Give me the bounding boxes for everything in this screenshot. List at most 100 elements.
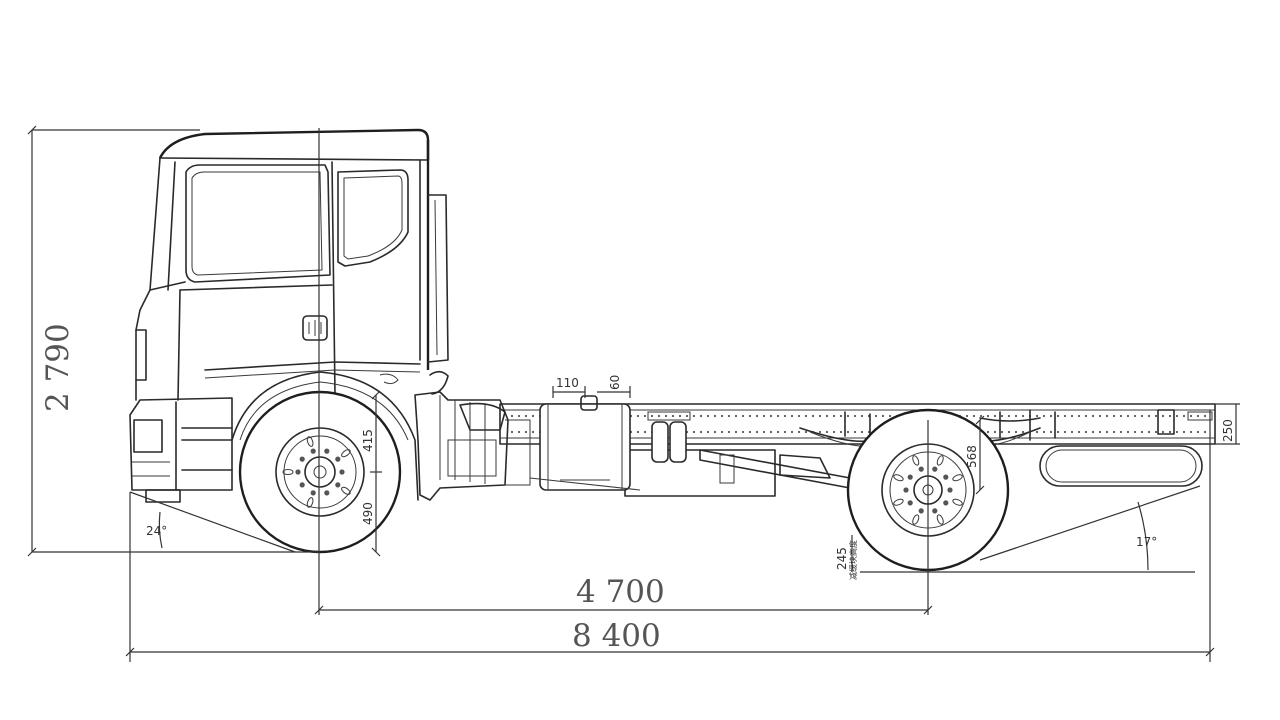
frame-hole bbox=[1035, 414, 1039, 418]
frame-hole bbox=[1105, 414, 1109, 418]
frame-hole bbox=[1000, 414, 1004, 418]
rear-angle-label: 17° bbox=[1136, 535, 1157, 549]
wheel-lug bbox=[907, 474, 913, 480]
frame-hole bbox=[720, 430, 724, 434]
frame-hole bbox=[699, 414, 703, 418]
frame-hole bbox=[1175, 430, 1179, 434]
dimension-lines bbox=[27, 125, 1240, 662]
frame-hole bbox=[1021, 414, 1025, 418]
frame-hole bbox=[636, 414, 640, 418]
wheel-lug bbox=[943, 474, 949, 480]
frame-hole bbox=[1133, 414, 1137, 418]
frame-hole bbox=[832, 414, 836, 418]
frame-hole bbox=[1091, 430, 1095, 434]
frame-hole bbox=[1196, 430, 1200, 434]
frame-hole bbox=[510, 414, 514, 418]
wheel-slot bbox=[936, 455, 944, 466]
wheel-slot bbox=[306, 436, 314, 447]
wheel-lug bbox=[295, 469, 301, 475]
wheel-lug bbox=[324, 448, 330, 454]
frame-hole bbox=[1084, 430, 1088, 434]
wheel-lug bbox=[299, 456, 305, 462]
frame-hole bbox=[734, 430, 738, 434]
frame-hole bbox=[1203, 414, 1207, 418]
frame-hole bbox=[1098, 430, 1102, 434]
frame-hole bbox=[657, 414, 661, 418]
frame-hole bbox=[804, 414, 808, 418]
frame-hole bbox=[510, 430, 514, 434]
frame-hole bbox=[524, 430, 528, 434]
frame-hole bbox=[1063, 430, 1067, 434]
wheel-lug bbox=[918, 508, 924, 514]
frame-hole bbox=[1147, 430, 1151, 434]
frame-hole bbox=[1112, 414, 1116, 418]
wheel-lug bbox=[310, 490, 316, 496]
wheel-lug bbox=[339, 469, 345, 475]
wheel-lug bbox=[335, 456, 341, 462]
frame-hole bbox=[741, 414, 745, 418]
frame-hole bbox=[839, 430, 843, 434]
overall-height-label: 2 790 bbox=[40, 323, 76, 412]
frame-hole bbox=[517, 414, 521, 418]
frame-hole bbox=[1161, 430, 1165, 434]
frame-hole bbox=[706, 414, 710, 418]
frame-hole bbox=[1140, 414, 1144, 418]
frame-hole bbox=[853, 414, 857, 418]
frame-hole bbox=[1182, 414, 1186, 418]
frame-hole bbox=[1070, 414, 1074, 418]
frame-hole bbox=[783, 430, 787, 434]
wheel-slot bbox=[952, 474, 963, 482]
frame-hole bbox=[860, 430, 864, 434]
frame-hole bbox=[888, 414, 892, 418]
frame-hole bbox=[986, 430, 990, 434]
front-wheel-lugs bbox=[295, 448, 345, 496]
frame-hole bbox=[650, 414, 654, 418]
frame-hole bbox=[1070, 430, 1074, 434]
frame-hole bbox=[1154, 430, 1158, 434]
frame-hole bbox=[818, 430, 822, 434]
frame-hole bbox=[1147, 414, 1151, 418]
frame-hole bbox=[1168, 430, 1172, 434]
frame-hole bbox=[979, 414, 983, 418]
frame-hole bbox=[1133, 430, 1137, 434]
fuel-tank bbox=[529, 395, 641, 491]
frame-hole bbox=[524, 414, 528, 418]
frame-hole bbox=[643, 414, 647, 418]
frame-hole bbox=[643, 430, 647, 434]
frame-hole bbox=[678, 414, 682, 418]
frame-hole bbox=[1056, 414, 1060, 418]
frame-hole bbox=[692, 414, 696, 418]
frame-hole bbox=[1119, 414, 1123, 418]
frame-hole bbox=[1119, 430, 1123, 434]
frame-hole bbox=[1014, 414, 1018, 418]
frame-hole bbox=[972, 414, 976, 418]
frame-hole bbox=[818, 414, 822, 418]
frame-hole bbox=[790, 430, 794, 434]
wheel-lug bbox=[947, 487, 953, 493]
frame-hole bbox=[797, 430, 801, 434]
frame-hole bbox=[734, 414, 738, 418]
frame-hole bbox=[965, 414, 969, 418]
frame-hole bbox=[797, 414, 801, 418]
spare-tire bbox=[1039, 445, 1203, 487]
frame-hole bbox=[1126, 414, 1130, 418]
frame-hole bbox=[1000, 430, 1004, 434]
frame-hole bbox=[783, 414, 787, 418]
frame-hole bbox=[1189, 414, 1193, 418]
wheel-lug bbox=[918, 466, 924, 472]
frame-hole bbox=[720, 414, 724, 418]
wheel-lug bbox=[932, 508, 938, 514]
wheel-slot bbox=[893, 474, 904, 482]
frame-hole bbox=[804, 430, 808, 434]
frame-hole bbox=[776, 430, 780, 434]
rear-tire-radius-label: 568 bbox=[965, 445, 979, 468]
frame-hole bbox=[1056, 430, 1060, 434]
front-angle-label: 24° bbox=[146, 524, 167, 538]
frame-hole bbox=[1077, 430, 1081, 434]
wheelbase-label: 4 700 bbox=[576, 574, 665, 610]
frame-hole bbox=[755, 414, 759, 418]
frame-hole bbox=[727, 414, 731, 418]
frame-hole bbox=[790, 414, 794, 418]
frame-height-label: 250 bbox=[1221, 419, 1235, 442]
frame-hole bbox=[1140, 430, 1144, 434]
